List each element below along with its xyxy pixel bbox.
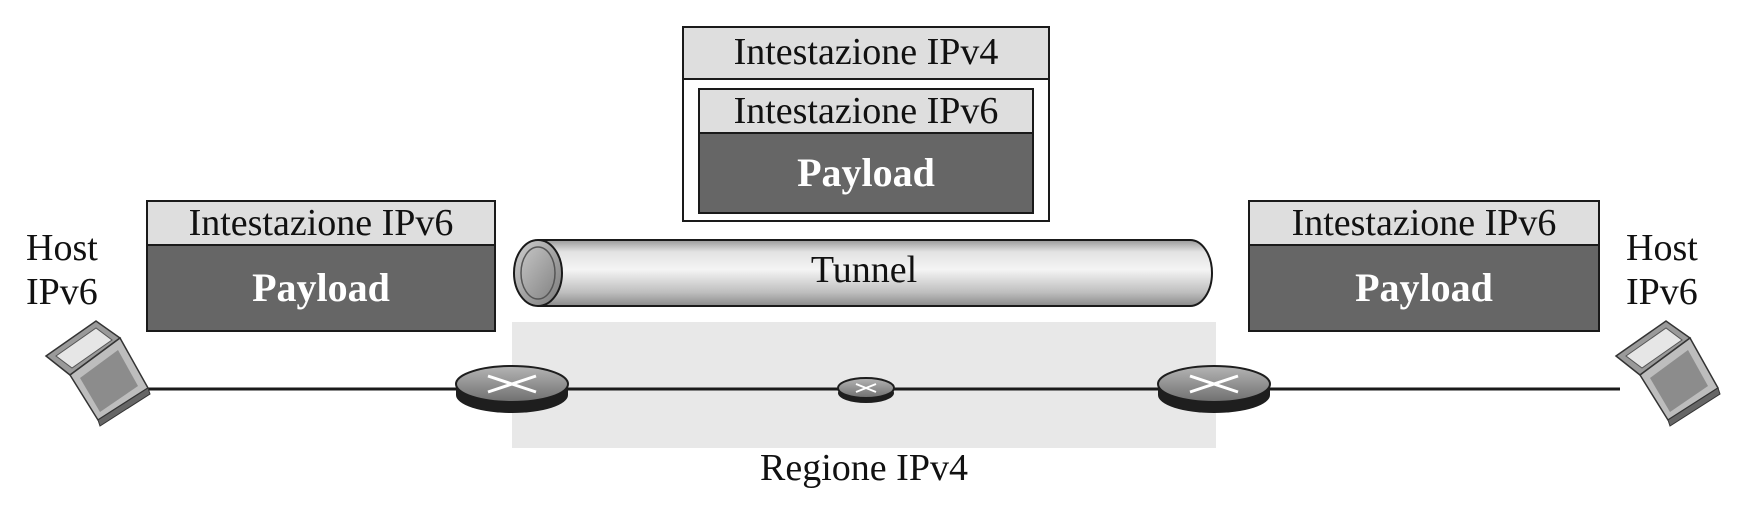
ipv6-packet-right: Intestazione IPv6 Payload [1248, 200, 1600, 332]
inner-ipv6-packet: Intestazione IPv6 Payload [698, 88, 1034, 214]
tunnel-pipe [513, 239, 1213, 307]
ipv6-header-left: Intestazione IPv6 [148, 202, 494, 246]
inner-ipv6-header: Intestazione IPv6 [700, 90, 1032, 134]
payload-right: Payload [1250, 246, 1598, 330]
ipv4-region-label: Regione IPv4 [760, 447, 968, 489]
host-left-label-line1: Host [26, 227, 98, 269]
tunnel-label: Tunnel [810, 249, 918, 291]
host-right-label-line1: Host [1626, 227, 1698, 269]
host-left-label-line2: IPv6 [26, 271, 98, 313]
laptop-icon-right [1614, 320, 1721, 427]
ipv4-header: Intestazione IPv4 [684, 28, 1048, 80]
router-left [455, 365, 569, 413]
router-right [1157, 365, 1271, 413]
host-right-label-line2: IPv6 [1626, 271, 1698, 313]
ipv6-header-right: Intestazione IPv6 [1250, 202, 1598, 246]
ipv4-packet: Intestazione IPv4 Intestazione IPv6 Payl… [682, 26, 1050, 222]
router-middle [837, 377, 895, 403]
ipv6-packet-left: Intestazione IPv6 Payload [146, 200, 496, 332]
inner-payload: Payload [700, 134, 1032, 212]
payload-left: Payload [148, 246, 494, 330]
laptop-icon-left [44, 320, 151, 427]
